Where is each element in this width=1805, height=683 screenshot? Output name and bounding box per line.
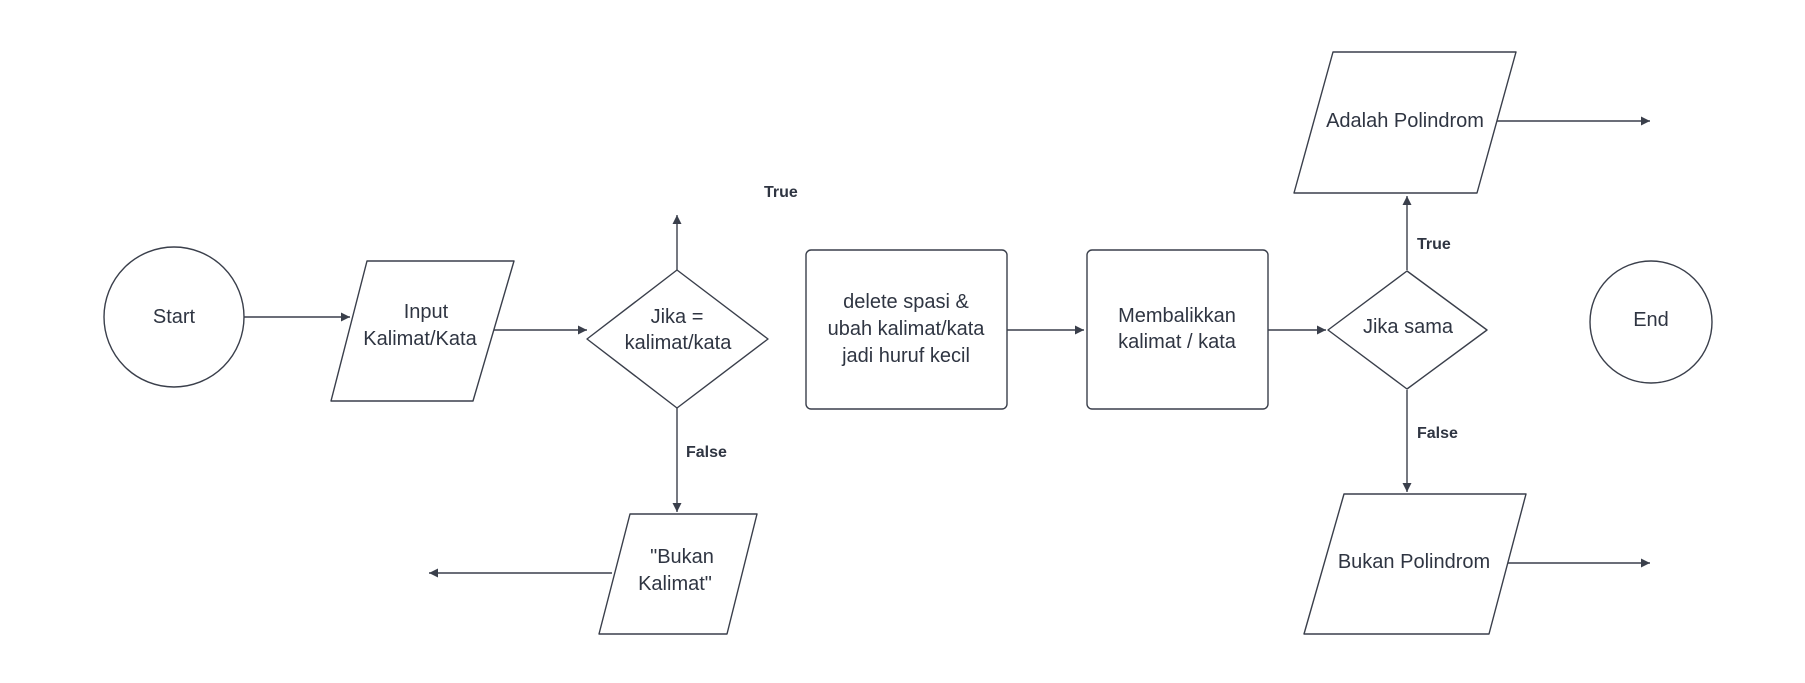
node-end-label: End — [1633, 309, 1669, 331]
label-check-true: True — [764, 184, 798, 201]
node-check-line-2: kalimat/kata — [625, 332, 733, 354]
edges — [243, 116, 1650, 578]
node-start: Start — [103, 246, 245, 388]
node-not-palindrome-label: Bukan Polindrom — [1338, 551, 1490, 573]
node-normalize-line-3: jadi huruf kecil — [841, 345, 970, 367]
node-end: End — [1589, 260, 1713, 384]
node-input-line-1: Input — [404, 301, 449, 323]
node-not-palindrome: Bukan Polindrom — [1303, 493, 1527, 635]
node-reverse-line-2: kalimat / kata — [1118, 331, 1237, 353]
node-reverse: Membalikkan kalimat / kata — [1086, 249, 1269, 410]
node-is-palindrome: Adalah Polindrom — [1293, 51, 1517, 194]
node-reverse-line-1: Membalikkan — [1118, 305, 1236, 327]
label-compare-false: False — [1417, 425, 1458, 442]
node-normalize-line-2: ubah kalimat/kata — [828, 318, 986, 340]
node-normalize-line-1: delete spasi & — [843, 291, 969, 313]
edge-labels: True False True False — [686, 184, 1458, 461]
node-compare-label: Jika sama — [1363, 316, 1454, 338]
node-is-palindrome-label: Adalah Polindrom — [1326, 110, 1484, 132]
node-not-sentence: "Bukan Kalimat" — [598, 513, 758, 635]
node-not-sentence-line-1: "Bukan — [650, 546, 714, 568]
node-check-line-1: Jika = — [651, 306, 704, 328]
label-check-false: False — [686, 444, 727, 461]
label-compare-true: True — [1417, 236, 1451, 253]
node-start-label: Start — [153, 306, 196, 328]
node-not-sentence-line-2: Kalimat" — [638, 573, 712, 595]
node-input: Input Kalimat/Kata — [330, 260, 515, 402]
node-normalize: delete spasi & ubah kalimat/kata jadi hu… — [805, 249, 1008, 410]
node-check: Jika = kalimat/kata — [586, 269, 769, 409]
node-compare: Jika sama — [1327, 270, 1488, 390]
node-input-line-2: Kalimat/Kata — [363, 328, 477, 350]
